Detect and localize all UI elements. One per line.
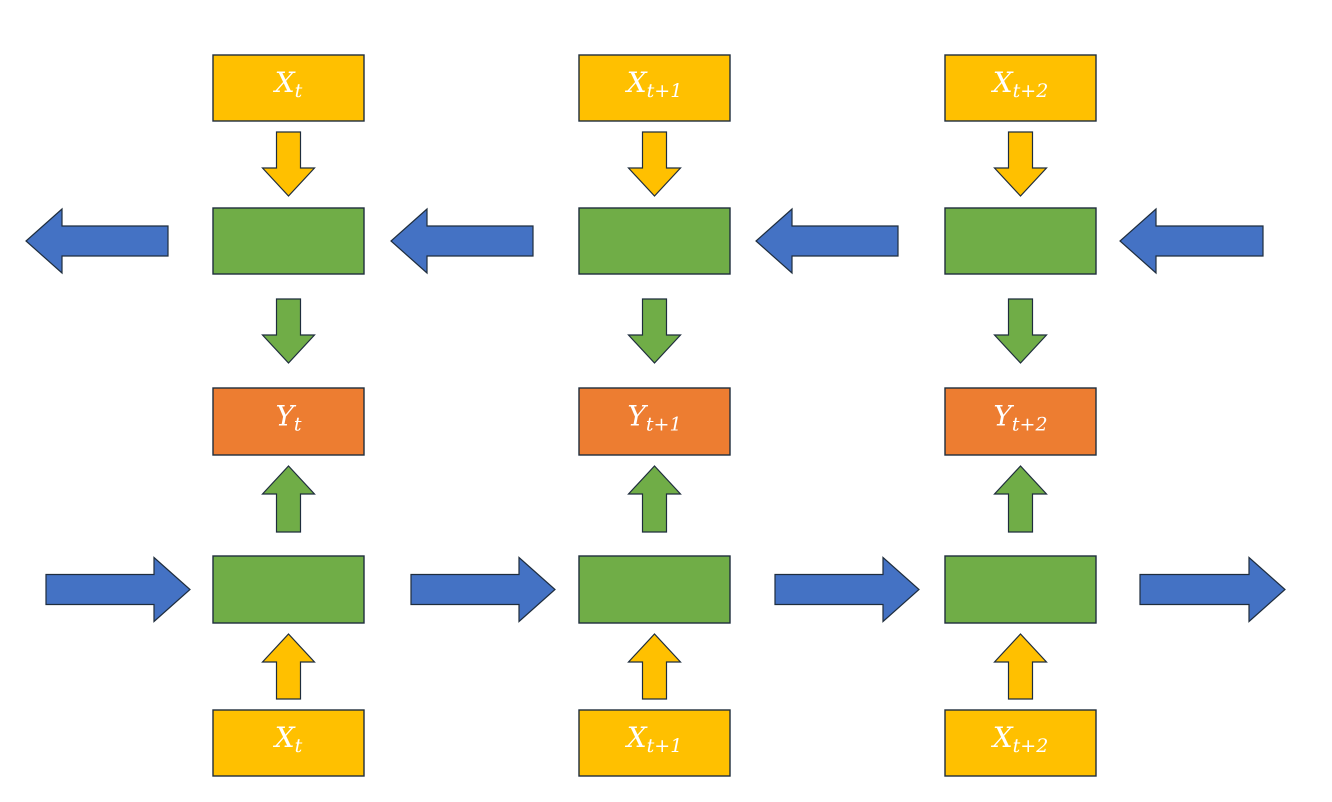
backward-to-output-arrow — [261, 298, 316, 364]
arrows-layer — [25, 131, 1286, 700]
forward-recurrent-arrow — [774, 556, 920, 623]
backward-hidden-box — [578, 207, 731, 275]
forward-recurrent-arrow — [410, 556, 556, 623]
forward-recurrent-arrow — [1139, 556, 1286, 623]
input-to-forward-arrow — [627, 633, 682, 700]
input-to-forward-arrow — [261, 633, 316, 700]
bottom-input-box — [944, 709, 1097, 777]
output-box — [578, 387, 731, 456]
backward-hidden-box — [944, 207, 1097, 275]
top-input-box — [944, 54, 1097, 122]
forward-hidden-box — [944, 555, 1097, 624]
forward-hidden-box — [212, 555, 365, 624]
bottom-input-box — [212, 709, 365, 777]
forward-to-output-arrow — [993, 465, 1048, 533]
bottom-input-label: Xt — [273, 721, 303, 758]
top-input-label: Xt+1 — [625, 66, 683, 103]
output-label: Yt — [275, 399, 301, 436]
top-input-label: Xt+2 — [991, 66, 1049, 103]
backward-recurrent-arrow — [25, 207, 169, 275]
backward-recurrent-arrow — [390, 207, 534, 275]
top-input-box — [212, 54, 365, 122]
backward-hidden-box — [212, 207, 365, 275]
output-box — [212, 387, 365, 456]
backward-to-output-arrow — [993, 298, 1048, 364]
backward-recurrent-arrow — [1119, 207, 1264, 275]
output-box — [944, 387, 1097, 456]
input-to-backward-arrow — [993, 131, 1048, 197]
input-to-backward-arrow — [261, 131, 316, 197]
bottom-input-label: Xt+1 — [625, 721, 683, 758]
output-label: Yt+2 — [993, 399, 1047, 436]
forward-recurrent-arrow — [45, 556, 191, 623]
top-input-box — [578, 54, 731, 122]
bottom-input-label: Xt+2 — [991, 721, 1049, 758]
input-to-forward-arrow — [993, 633, 1048, 700]
top-input-label: Xt — [273, 66, 303, 103]
bottom-input-box — [578, 709, 731, 777]
backward-to-output-arrow — [627, 298, 682, 364]
forward-to-output-arrow — [627, 465, 682, 533]
input-to-backward-arrow — [627, 131, 682, 197]
backward-recurrent-arrow — [755, 207, 899, 275]
forward-to-output-arrow — [261, 465, 316, 533]
forward-hidden-box — [578, 555, 731, 624]
output-label: Yt+1 — [627, 399, 681, 436]
